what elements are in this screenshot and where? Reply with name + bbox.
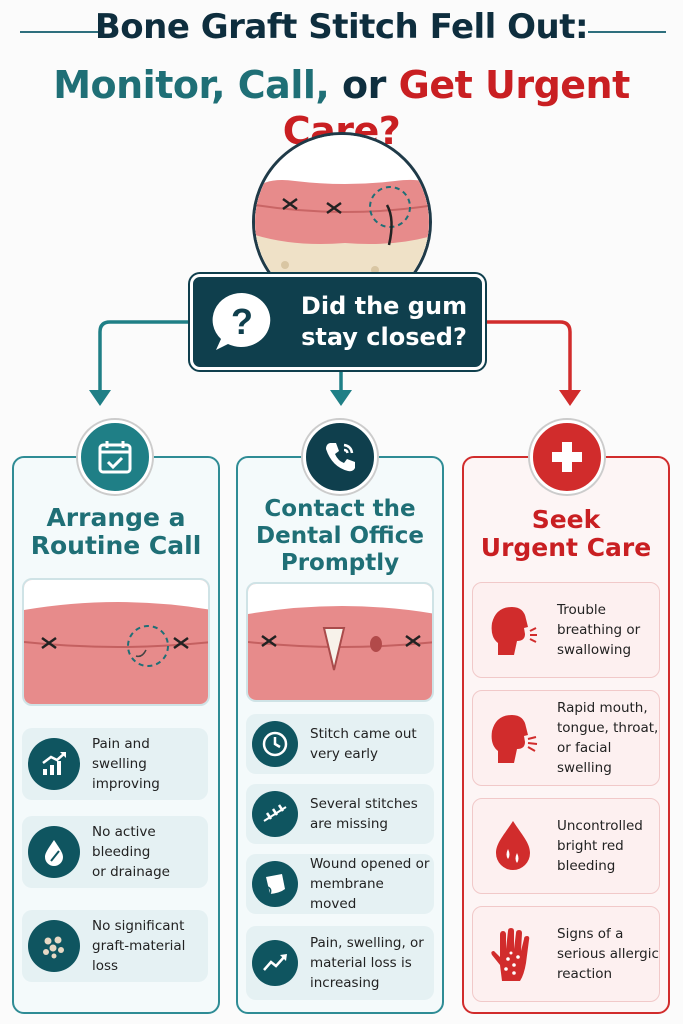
contact-gum-illustration (246, 582, 434, 702)
routine-heading-line2: Routine Call (30, 531, 202, 560)
item-text-line: No significant (92, 918, 185, 934)
item-text-line: graft-material loss (92, 938, 186, 974)
item-text-line: Uncontrolled (557, 818, 643, 834)
item-text-line: Wound opened or (310, 856, 430, 872)
phone-icon (303, 420, 377, 494)
routine-item: No significant graft-material loss (22, 910, 208, 982)
routine-item: Pain and swelling improving (22, 728, 208, 800)
swelling-head-icon (483, 708, 543, 768)
item-text-line: membrane moved (310, 876, 384, 912)
item-text-line: or facial swelling (557, 740, 612, 776)
contact-heading: Contact the Dental Office Promptly (238, 496, 442, 577)
contact-item: Wound opened or membrane moved (246, 854, 434, 914)
medical-cross-icon (530, 420, 604, 494)
clock-icon (252, 721, 298, 767)
item-text-line: serious allergic (557, 946, 659, 962)
urgent-item: Signs of a serious allergic reaction (472, 906, 660, 1002)
item-text-line: Rapid mouth, (557, 700, 648, 716)
membrane-icon (252, 861, 298, 907)
item-text-line: tongue, throat, (557, 720, 659, 736)
rash-hand-icon (483, 924, 543, 984)
title-rule-right (588, 31, 666, 33)
trending-up-icon (28, 738, 80, 790)
urgent-heading-line1: Seek (531, 505, 601, 534)
item-text-line: are missing (310, 816, 388, 832)
item-text-line: Pain, swelling, or (310, 935, 424, 951)
urgent-item: Trouble breathing or swallowing (472, 582, 660, 678)
contact-heading-line1: Contact the (264, 496, 416, 522)
routine-heading-line1: Arrange a (46, 503, 186, 532)
urgent-item: Uncontrolled bright red bleeding (472, 798, 660, 894)
item-text-line: swallowing (557, 642, 632, 658)
item-text-line: Stitch came out (310, 726, 417, 742)
item-text-line: bright red (557, 838, 624, 854)
calendar-check-icon (78, 420, 152, 494)
decision-question: ? Did the gum stay closed? (190, 274, 485, 370)
routine-heading: Arrange a Routine Call (14, 504, 218, 560)
urgent-item: Rapid mouth, tongue, throat, or facial s… (472, 690, 660, 786)
breathing-head-icon (483, 600, 543, 660)
urgent-heading-line2: Urgent Care (480, 533, 652, 562)
item-text-line: very early (310, 746, 378, 762)
item-text-line: reaction (557, 966, 613, 982)
item-text-line: Trouble (557, 602, 606, 618)
item-text-line: breathing or (557, 622, 641, 638)
contact-heading-line3: Promptly (280, 550, 400, 576)
contact-item: Stitch came out very early (246, 714, 434, 774)
contact-heading-line2: Dental Office (256, 523, 424, 549)
subtitle-or: or (329, 63, 399, 107)
blood-drop-icon (483, 816, 543, 876)
title-rule-left (20, 31, 98, 33)
subtitle-monitor-call: Monitor, Call, (53, 63, 330, 107)
item-text-line: Several stitches (310, 796, 418, 812)
item-text-line: Pain and swelling (92, 736, 150, 772)
item-text-line: or drainage (92, 864, 170, 880)
contact-item: Several stitches are missing (246, 784, 434, 844)
routine-item: No active bleeding or drainage (22, 816, 208, 888)
routine-gum-illustration (22, 578, 210, 706)
question-text: Did the gum stay closed? (300, 292, 468, 351)
svg-text:?: ? (231, 301, 253, 342)
trend-up-icon (252, 940, 298, 986)
item-text-line: improving (92, 776, 160, 792)
item-text-line: material loss is (310, 955, 412, 971)
item-text-line: increasing (310, 975, 380, 991)
particles-icon (28, 920, 80, 972)
item-text-line: No active bleeding (92, 824, 156, 860)
page-title: Bone Graft Stitch Fell Out: (94, 7, 589, 47)
item-text-line: Signs of a (557, 926, 624, 942)
contact-item: Pain, swelling, or material loss is incr… (246, 926, 434, 1000)
urgent-heading: Seek Urgent Care (464, 506, 668, 562)
item-text-line: bleeding (557, 858, 616, 874)
question-bubble-icon: ? (209, 289, 275, 355)
stitches-icon (252, 791, 298, 837)
drop-icon (28, 826, 80, 878)
